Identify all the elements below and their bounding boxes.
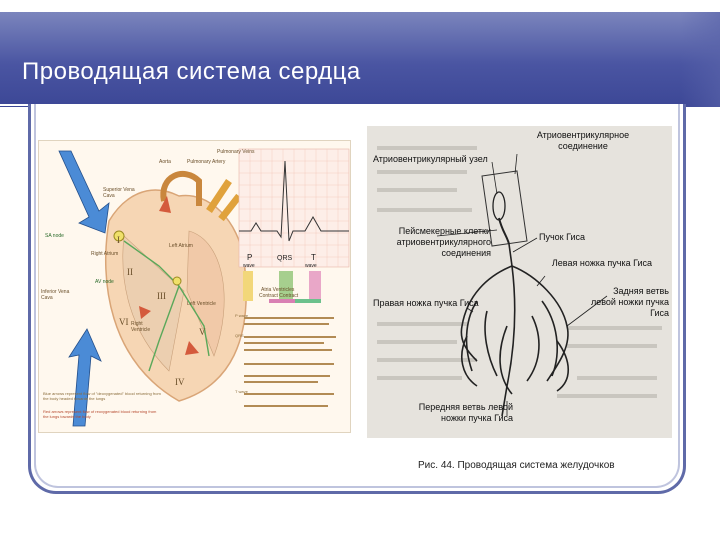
label-his-bundle: Пучок Гиса — [539, 232, 585, 242]
label-left-atrium: Left Atrium — [169, 243, 199, 249]
ecg-label-p-wave: wave — [243, 263, 255, 269]
label-roman-4: IV — [175, 377, 185, 387]
ecg-p-marker — [243, 271, 253, 301]
label-roman-6: VI — [119, 317, 129, 327]
label-sa-node: SA node — [45, 233, 64, 239]
label-av-junction: Атриовентрикулярное соединение — [523, 130, 643, 152]
legend-lines — [244, 317, 336, 407]
label-posterior-branch: Задняя ветвь левой ножки пучка Гиса — [587, 286, 669, 319]
label-right-ventricle: Right Ventricle — [131, 321, 161, 333]
pulmonary-vein-tube — [209, 181, 229, 211]
label-pulmonary-veins: Pulmonary Veins — [217, 149, 255, 155]
label-roman-2: II — [127, 267, 133, 277]
figure-caption: Рис. 44. Проводящая система желудочков — [418, 460, 615, 471]
conduction-system-svg — [367, 126, 672, 438]
label-superior-vena-cava: Superior Vena Cava — [103, 187, 143, 199]
label-pulmonary-artery: Pulmonary Artery — [187, 159, 225, 165]
label-pacemaker-cells: Пейсмекерные клетки атриовентрикулярного… — [373, 226, 491, 259]
ecg-contract-contract: Contract Contract — [259, 293, 298, 299]
ecg-t-marker — [309, 271, 321, 301]
label-anterior-branch: Передняя ветвь левой ножки пучка Гиса — [413, 402, 513, 424]
note-blue-arrows: Blue arrows represent flow of "deoxygena… — [43, 391, 163, 401]
note-red-arrows: Red arrows represent flow of reoxygenate… — [43, 409, 163, 419]
conduction-tree — [461, 244, 568, 416]
ecg-label-qrs: QRS — [277, 255, 292, 262]
label-left-bundle: Левая ножка пучка Гиса — [547, 258, 652, 269]
label-roman-3: III — [157, 291, 166, 301]
label-roman-1: I — [117, 235, 120, 245]
ecg-label-t: T — [311, 253, 316, 262]
ecg-label-p: P — [247, 253, 252, 262]
his-bundle-start — [499, 218, 509, 244]
legend-p-label: P wave — [235, 313, 248, 318]
atria-contract-bar — [269, 299, 295, 303]
label-inferior-vena-cava: Inferior Vena Cava — [41, 289, 77, 301]
av-node-shape — [493, 192, 505, 220]
slide-title: Проводящая система сердца — [22, 58, 361, 86]
av-node-dot — [173, 277, 181, 285]
legend-t-label: T wave — [235, 389, 248, 394]
label-av-node: AV node — [95, 279, 114, 285]
legend-qrs-label: QRS — [235, 333, 244, 338]
ecg-label-t-wave: wave — [305, 263, 317, 269]
title-bar: Проводящая система сердца — [0, 12, 720, 107]
background-texture — [377, 146, 662, 398]
label-av-node-ru: Атриовентрикулярный узел — [373, 154, 488, 164]
superior-vena-cava-arrow — [59, 151, 109, 233]
ventricles-contract-bar — [295, 299, 321, 303]
heart-diagram-svg — [39, 141, 351, 433]
label-right-bundle: Правая ножка пучка Гиса — [373, 298, 479, 308]
pulmonary-vein-tube-2 — [221, 196, 239, 219]
label-aorta: Aorta — [159, 159, 171, 165]
label-right-atrium: Right Atrium — [91, 251, 121, 257]
heart-diagram-figure: Pulmonary Artery Pulmonary Veins Aorta S… — [38, 140, 351, 433]
label-left-ventricle: Left Ventricle — [187, 301, 217, 307]
conduction-system-figure: Атриовентрикулярное соединение Атриовент… — [367, 126, 672, 438]
label-roman-5: V — [199, 327, 206, 337]
